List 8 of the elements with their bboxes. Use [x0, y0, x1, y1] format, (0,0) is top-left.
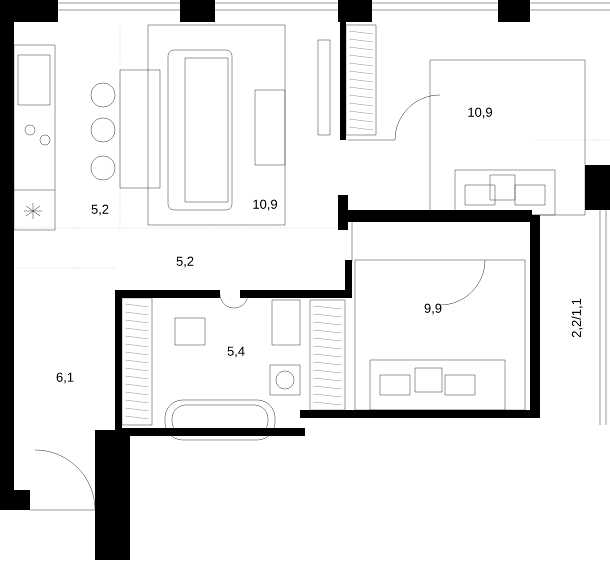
room-area-label: 9,9: [424, 304, 442, 314]
room-area-label: 5,2: [92, 204, 108, 216]
room-area-label: 5,4: [228, 346, 245, 358]
room-area-label: 5,2: [176, 256, 194, 268]
room-area-label: 6,1: [56, 372, 74, 384]
room-area-label: 10,9: [468, 108, 492, 118]
room-area-label: 10,9: [253, 200, 277, 210]
room-area-label: 2,2/1,1: [571, 298, 583, 338]
